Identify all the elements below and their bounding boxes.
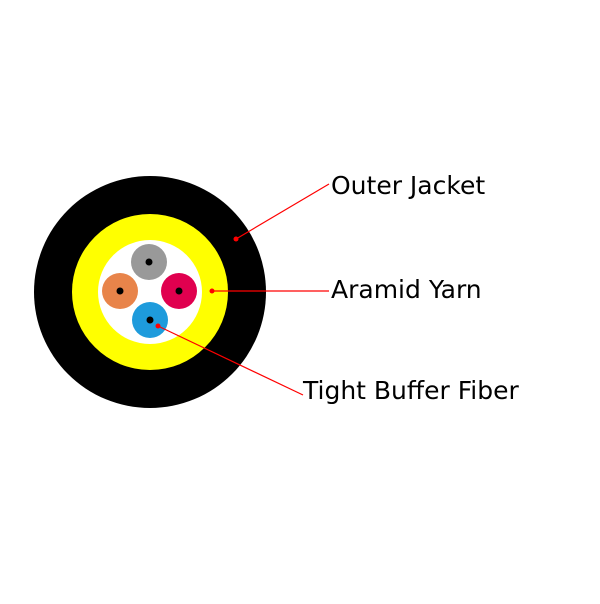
fiber-orange-core <box>116 287 124 295</box>
tight-buffer-fiber-leader-line <box>157 325 304 396</box>
fiber-blue-core <box>146 316 154 324</box>
outer-jacket-label: Outer Jacket <box>331 171 486 200</box>
outer-jacket-leader-line <box>235 183 330 240</box>
fiber-gray-core <box>145 258 153 266</box>
core-area <box>98 240 202 344</box>
fiber-red-core <box>175 287 183 295</box>
tight-buffer-fiber-leader-dot <box>155 323 161 329</box>
aramid-yarn-leader-dot <box>209 288 215 294</box>
aramid-yarn-label: Aramid Yarn <box>331 275 482 304</box>
tight-buffer-fiber-label: Tight Buffer Fiber <box>303 376 519 405</box>
outer-jacket-leader-dot <box>233 236 239 242</box>
